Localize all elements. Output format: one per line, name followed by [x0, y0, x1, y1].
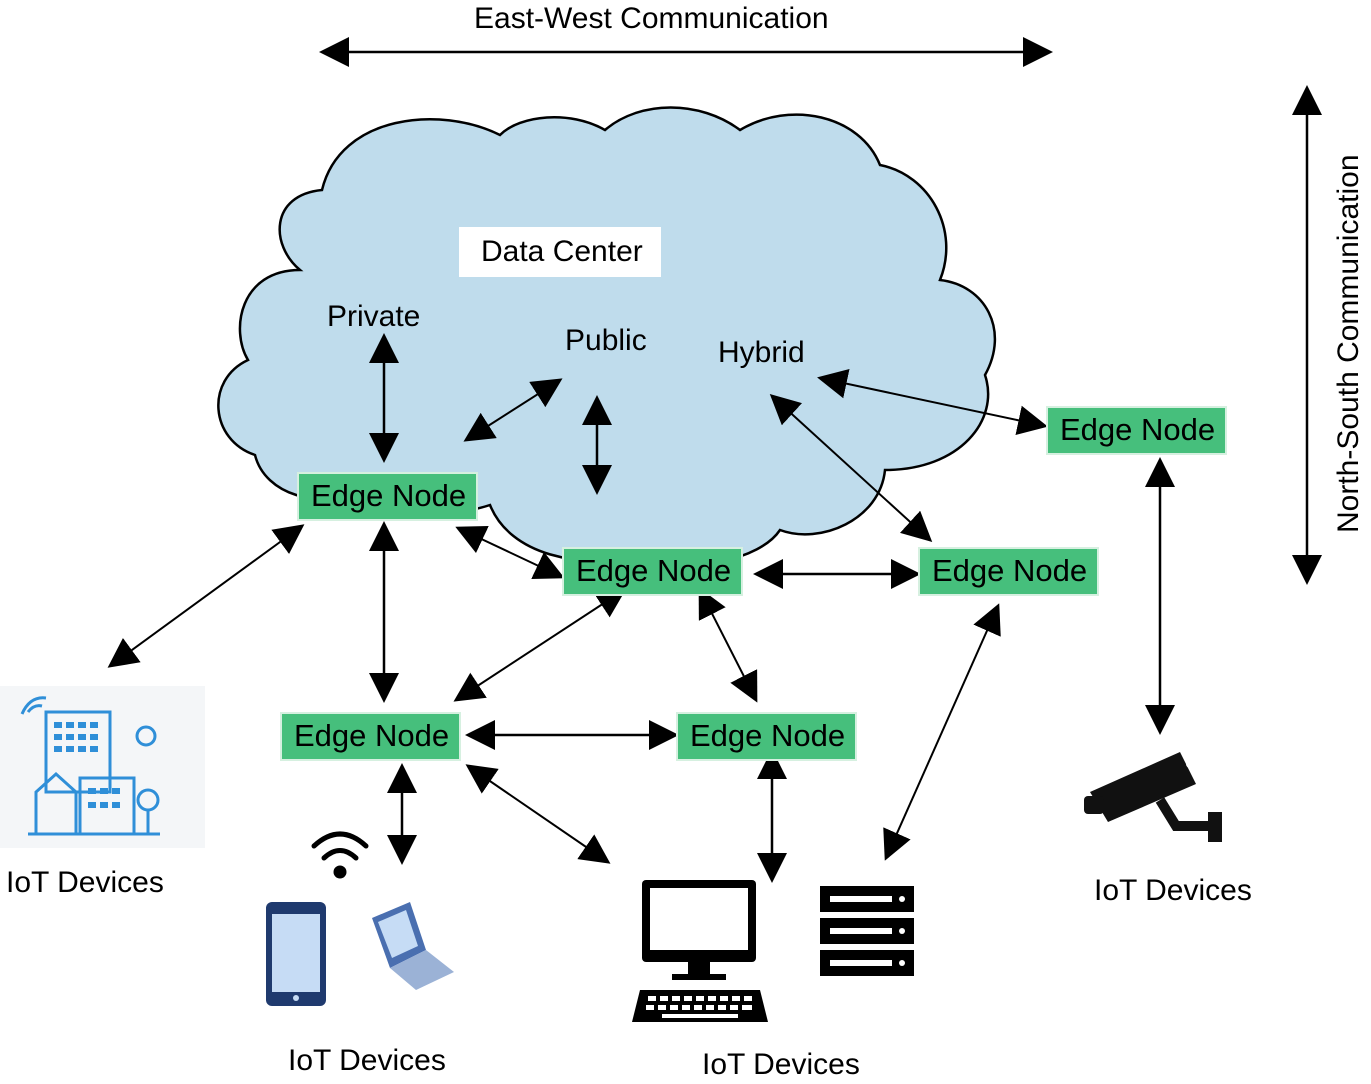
- iot-devices-left-label: IoT Devices: [6, 866, 164, 899]
- wifi-icon: [311, 831, 369, 879]
- desktop-computer-icon: [632, 880, 768, 1022]
- smart-city-icon: [0, 686, 205, 848]
- smartphone-icon: [266, 902, 326, 1006]
- security-camera-icon: [1084, 752, 1222, 842]
- east-west-label: East-West Communication: [474, 2, 829, 35]
- iot-devices-right-label: IoT Devices: [1094, 874, 1252, 907]
- public-label: Public: [565, 324, 647, 357]
- private-label: Private: [327, 300, 421, 333]
- data-center-label: Data Center: [459, 227, 661, 277]
- iot-devices-bottom-mid-label: IoT Devices: [702, 1048, 860, 1081]
- connection-arrows: [107, 333, 1175, 883]
- iot-devices-bottom-left-label: IoT Devices: [288, 1044, 446, 1077]
- edge-node-bottom-mid: Edge Node: [676, 712, 858, 761]
- north-south-label: North-South Communication: [1332, 154, 1365, 533]
- edge-node-far-right: Edge Node: [1046, 406, 1228, 455]
- edge-node-center: Edge Node: [562, 547, 744, 596]
- hybrid-label: Hybrid: [718, 336, 805, 369]
- edge-node-left: Edge Node: [297, 472, 479, 521]
- edge-node-bottom-left: Edge Node: [280, 712, 462, 761]
- edge-node-right-mid: Edge Node: [918, 547, 1100, 596]
- server-rack-icon: [820, 886, 914, 976]
- laptop-icon: [372, 902, 454, 990]
